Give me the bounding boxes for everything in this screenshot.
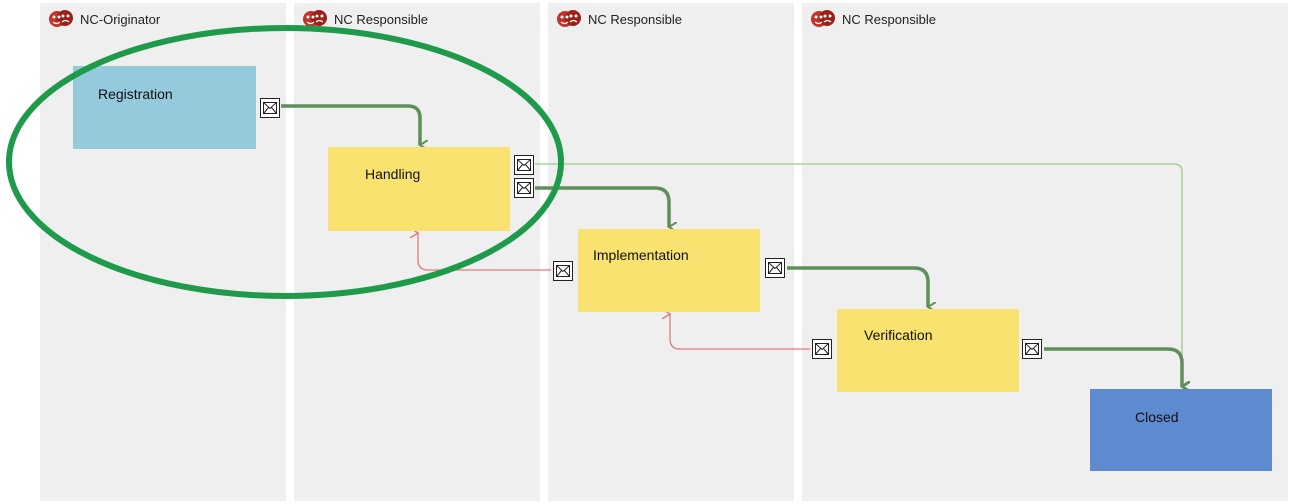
lane-header: NC Responsible [810, 9, 936, 29]
node-label: Implementation [593, 247, 689, 263]
node-label: Registration [98, 86, 173, 102]
theater-masks-icon [303, 10, 327, 27]
node-label: Closed [1135, 409, 1179, 425]
envelope-icon[interactable] [812, 339, 832, 359]
lane-title: NC Responsible [334, 11, 428, 27]
node-verification[interactable]: Verification [837, 309, 1019, 392]
envelope-icon[interactable] [1022, 339, 1042, 359]
theater-masks-icon [49, 10, 73, 27]
lane-title: NC Responsible [842, 11, 936, 27]
lane-header: NC-Originator [48, 9, 160, 29]
lane-title: NC-Originator [80, 11, 161, 27]
lane-title: NC Responsible [588, 11, 682, 27]
node-label: Handling [365, 166, 421, 182]
envelope-icon[interactable] [553, 261, 573, 281]
node-handling[interactable]: Handling [328, 147, 510, 231]
node-label: Verification [864, 327, 933, 343]
lane-header: NC Responsible [556, 9, 682, 29]
lane-header: NC Responsible [302, 9, 428, 29]
node-registration[interactable]: Registration [73, 66, 256, 149]
envelope-icon[interactable] [765, 258, 785, 278]
envelope-icon[interactable] [260, 98, 280, 118]
theater-masks-icon [811, 10, 835, 27]
lane-nc-responsible-1: NC Responsible [294, 3, 540, 501]
envelope-icon[interactable] [514, 178, 534, 198]
envelope-icon[interactable] [514, 155, 534, 175]
theater-masks-icon [557, 10, 581, 27]
node-closed[interactable]: Closed [1090, 389, 1272, 471]
node-implementation[interactable]: Implementation [578, 229, 760, 312]
